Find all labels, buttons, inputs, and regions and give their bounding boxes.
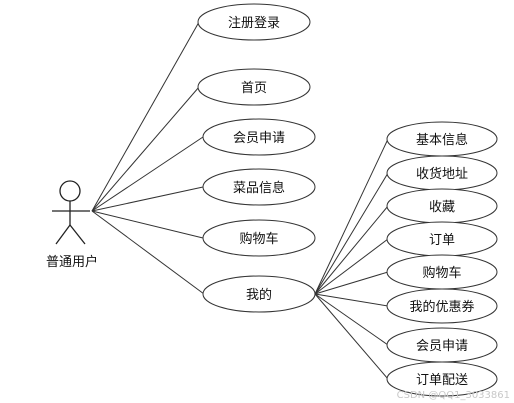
use-case-label: 菜品信息 <box>233 180 285 196</box>
use-case-home: 首页 <box>197 68 311 106</box>
use-case-ellipse <box>202 219 316 257</box>
use-case-register: 注册登录 <box>197 3 311 41</box>
use-case-label: 购物车 <box>422 265 461 281</box>
use-case-label: 我的 <box>246 287 272 303</box>
use-case-label: 会员申请 <box>233 131 285 146</box>
use-case-cart: 购物车 <box>202 219 316 257</box>
use-case-ellipse <box>386 361 498 397</box>
edge-actor-cart <box>91 210 204 239</box>
use-case-basic-info: 基本信息 <box>386 121 498 157</box>
edge-actor-member-apply <box>91 136 204 212</box>
use-case-label: 收货地址 <box>416 166 468 182</box>
edge-mine-sub-member-apply <box>314 293 389 346</box>
use-case-mine: 我的 <box>202 275 316 313</box>
use-case-ellipse <box>386 288 498 324</box>
use-case-label: 会员申请 <box>416 339 468 354</box>
use-case-label: 订单配送 <box>416 373 468 388</box>
use-case-coupons: 我的优惠券 <box>386 288 498 324</box>
edge-actor-dish-info <box>91 186 204 212</box>
use-case-label: 订单 <box>429 233 455 248</box>
use-case-ellipse <box>197 3 311 41</box>
use-case-label: 收藏 <box>429 200 455 215</box>
use-case-dish-info: 菜品信息 <box>202 168 316 206</box>
edge-mine-orders <box>314 238 389 295</box>
use-case-ellipse <box>202 168 316 206</box>
actor-head <box>59 180 81 202</box>
association-lines <box>91 21 389 380</box>
use-case-ellipse <box>202 118 316 156</box>
edge-actor-mine <box>91 210 205 295</box>
edge-mine-favorites <box>314 205 389 295</box>
use-case-label: 注册登录 <box>228 16 280 31</box>
actor-right-leg <box>69 224 86 245</box>
use-case-ellipse <box>197 68 311 106</box>
primary-use-cases: 注册登录 首页 会员申请 菜品信息 购物车 我的 <box>197 3 316 313</box>
edge-mine-address <box>314 172 389 295</box>
edge-mine-delivery <box>314 293 389 380</box>
mine-sub-use-cases: 基本信息 收货地址 收藏 订单 购物车 我的优惠券 会员申请 订单配送 <box>386 121 498 397</box>
edge-mine-basic-info <box>314 138 389 295</box>
use-case-delivery: 订单配送 <box>386 361 498 397</box>
use-case-label: 购物车 <box>239 231 278 247</box>
use-case-address: 收货地址 <box>386 155 498 191</box>
watermark: CSDN @QQ1_3033861 <box>397 390 510 401</box>
use-case-label: 我的优惠券 <box>409 299 474 315</box>
actor-left-leg <box>55 224 71 245</box>
edge-mine-coupons <box>314 293 389 307</box>
use-case-sub-member-apply: 会员申请 <box>386 327 498 363</box>
edge-actor-register <box>91 21 200 212</box>
use-case-ellipse <box>202 275 316 313</box>
use-case-member-apply: 会员申请 <box>202 118 316 156</box>
actor-figure: 普通用户 <box>46 180 98 270</box>
use-case-favorites: 收藏 <box>386 188 498 224</box>
use-case-sub-cart: 购物车 <box>386 254 498 290</box>
edge-actor-home <box>91 86 200 212</box>
use-case-orders: 订单 <box>386 221 498 257</box>
actor-label: 普通用户 <box>46 254 98 270</box>
edge-mine-sub-cart <box>314 271 389 295</box>
use-case-label: 首页 <box>241 81 267 96</box>
use-case-label: 基本信息 <box>416 132 468 148</box>
